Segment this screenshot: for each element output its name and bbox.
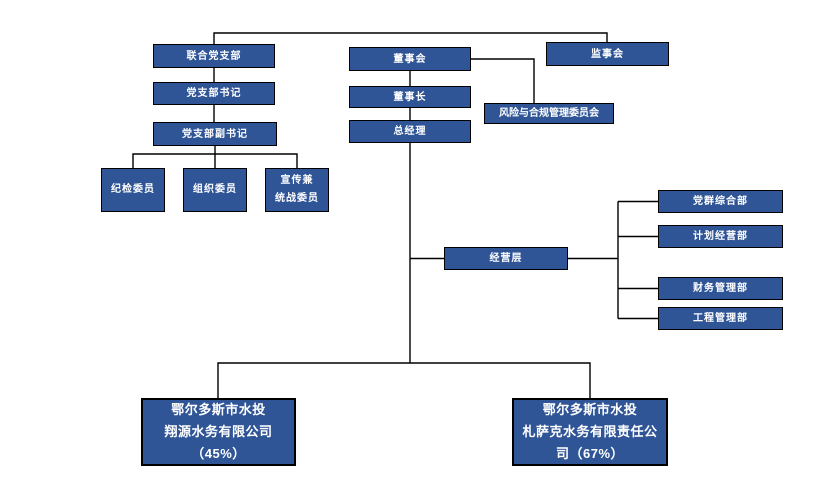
node-joint-party-branch: 联合党支部 — [153, 44, 275, 68]
node-engineering-management-dept-label: 工程管理部 — [693, 313, 748, 324]
node-xiangyuan-water-company: 鄂尔多斯市水投 翔源水务有限公司 （45%） — [141, 398, 296, 466]
node-party-branch-secretary: 党支部书记 — [153, 82, 275, 105]
node-risk-compliance-committee: 风险与合规管理委员会 — [484, 103, 614, 124]
node-chairman: 董事长 — [349, 86, 471, 108]
wire-bottom-bracket — [217, 362, 591, 398]
node-publicity-united-front-member: 宣传兼 统战委员 — [265, 168, 329, 212]
node-party-branch-secretary-label: 党支部书记 — [186, 88, 242, 99]
node-zhasake-water-company-line1: 鄂尔多斯市水投 — [542, 402, 638, 417]
node-organization-member-label: 组织委员 — [193, 184, 237, 195]
node-publicity-united-front-member-line1: 宣传兼 — [280, 175, 314, 186]
wire-top-bracket — [213, 32, 608, 44]
node-organization-member: 组织委员 — [183, 168, 247, 212]
node-party-mass-general-dept: 党群综合部 — [658, 190, 783, 213]
node-xiangyuan-water-company-line2: 翔源水务有限公司 — [164, 424, 273, 439]
node-publicity-united-front-member-line2: 统战委员 — [275, 193, 319, 204]
node-financial-management-dept-label: 财务管理部 — [693, 283, 748, 294]
node-general-manager: 总经理 — [349, 120, 471, 143]
node-party-mass-general-dept-label: 党群综合部 — [693, 196, 748, 207]
node-zhasake-water-company-line3: 司（67%） — [555, 446, 625, 461]
node-board-of-directors-label: 董事会 — [393, 53, 427, 65]
node-joint-party-branch-label: 联合党支部 — [186, 50, 242, 62]
node-engineering-management-dept: 工程管理部 — [658, 307, 783, 330]
node-management-level: 经营层 — [444, 247, 568, 270]
node-risk-compliance-committee-label: 风险与合规管理委员会 — [499, 108, 599, 119]
wire-board-to-risk-committee — [471, 58, 535, 103]
node-planning-operations-dept: 计划经营部 — [658, 225, 783, 248]
wire-members-bracket — [132, 153, 298, 168]
node-chairman-label: 董事长 — [393, 91, 427, 103]
node-xiangyuan-water-company-line3: （45%） — [191, 446, 246, 461]
node-zhasake-water-company: 鄂尔多斯市水投 札萨克水务有限责任公 司（67%） — [512, 398, 668, 466]
node-deputy-party-branch-secretary: 党支部副书记 — [153, 122, 277, 146]
node-supervisory-board: 监事会 — [546, 42, 669, 66]
node-deputy-party-branch-secretary-label: 党支部副书记 — [182, 128, 248, 140]
node-zhasake-water-company-line2: 札萨克水务有限责任公 — [522, 424, 658, 439]
node-supervisory-board-label: 监事会 — [591, 48, 624, 60]
node-management-level-label: 经营层 — [489, 253, 523, 264]
node-discipline-inspection-member-label: 纪检委员 — [111, 184, 155, 195]
node-financial-management-dept: 财务管理部 — [658, 277, 783, 300]
node-board-of-directors: 董事会 — [349, 47, 471, 71]
node-xiangyuan-water-company-line1: 鄂尔多斯市水投 — [171, 402, 266, 417]
node-general-manager-label: 总经理 — [393, 126, 427, 137]
node-planning-operations-dept-label: 计划经营部 — [693, 231, 748, 242]
node-discipline-inspection-member: 纪检委员 — [101, 168, 165, 212]
